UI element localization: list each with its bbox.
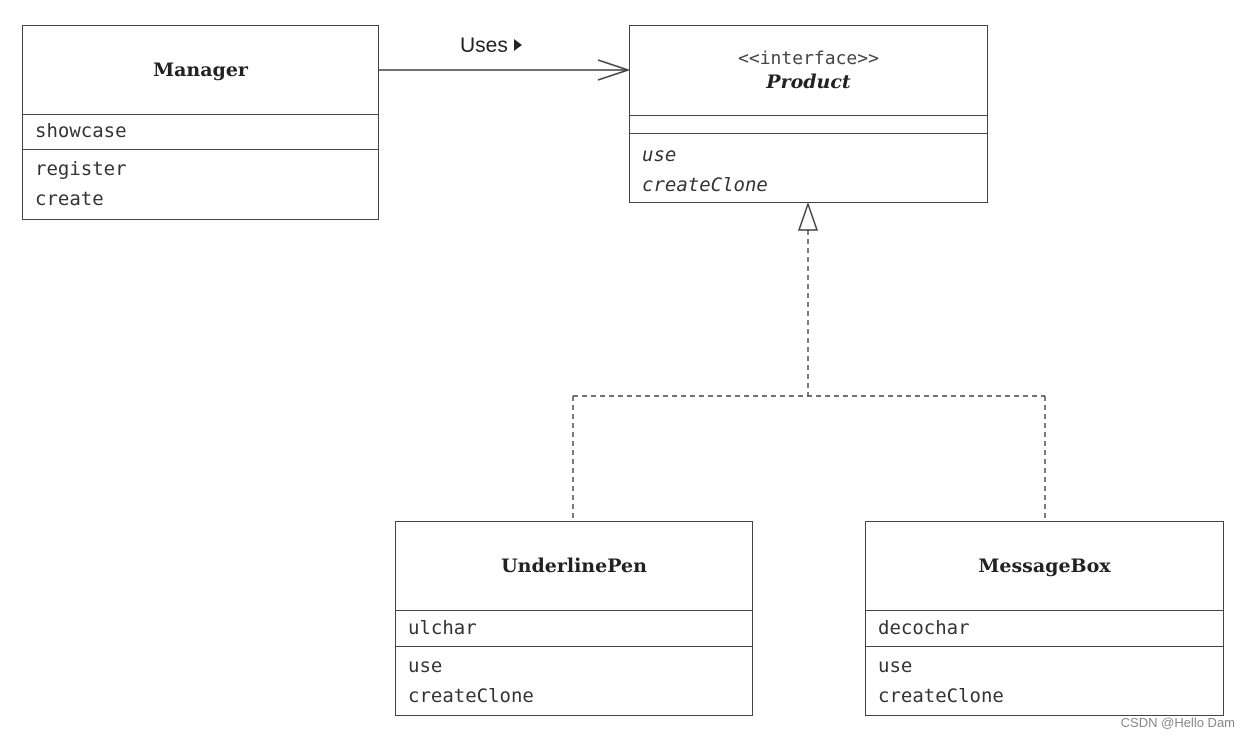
- manager-operations: register create: [23, 150, 378, 218]
- messagebox-operations: use createClone: [866, 647, 1223, 715]
- uses-label-text: Uses: [460, 34, 508, 57]
- underlinepen-class-name: UnderlinePen: [501, 555, 647, 577]
- manager-class-name: Manager: [153, 59, 248, 81]
- watermark: CSDN @Hello Dam: [1121, 715, 1235, 730]
- messagebox-attributes: decochar: [866, 611, 1223, 647]
- underlinepen-class: UnderlinePen ulchar use createClone: [395, 521, 753, 716]
- underlinepen-operation-use: use: [408, 651, 740, 681]
- underlinepen-name-section: UnderlinePen: [396, 522, 752, 611]
- manager-class: Manager showcase register create: [22, 25, 379, 220]
- messagebox-operation-use: use: [878, 651, 1211, 681]
- underlinepen-operations: use createClone: [396, 647, 752, 715]
- product-stereotype: <<interface>>: [738, 48, 879, 69]
- messagebox-operation-createclone: createClone: [878, 681, 1211, 711]
- underlinepen-attributes: ulchar: [396, 611, 752, 647]
- manager-operation-register: register: [35, 154, 366, 184]
- messagebox-class-name: MessageBox: [978, 555, 1110, 577]
- product-operation-createclone: createClone: [642, 170, 975, 200]
- underlinepen-attribute-ulchar: ulchar: [408, 615, 740, 641]
- product-interface-name: Product: [766, 71, 850, 93]
- manager-name-section: Manager: [23, 26, 378, 115]
- uses-label: Uses: [460, 34, 522, 58]
- product-operations: use createClone: [630, 134, 987, 204]
- manager-attribute-showcase: showcase: [35, 118, 366, 144]
- direction-arrow-icon: [514, 39, 522, 51]
- manager-operation-create: create: [35, 184, 366, 214]
- product-interface: <<interface>> Product use createClone: [629, 25, 988, 203]
- product-operation-use: use: [642, 140, 975, 170]
- product-attributes: [630, 116, 987, 134]
- messagebox-class: MessageBox decochar use createClone: [865, 521, 1224, 716]
- product-name-section: <<interface>> Product: [630, 26, 987, 116]
- messagebox-attribute-decochar: decochar: [878, 615, 1211, 641]
- manager-attributes: showcase: [23, 115, 378, 150]
- messagebox-name-section: MessageBox: [866, 522, 1223, 611]
- underlinepen-operation-createclone: createClone: [408, 681, 740, 711]
- realization-triangle: [799, 204, 817, 230]
